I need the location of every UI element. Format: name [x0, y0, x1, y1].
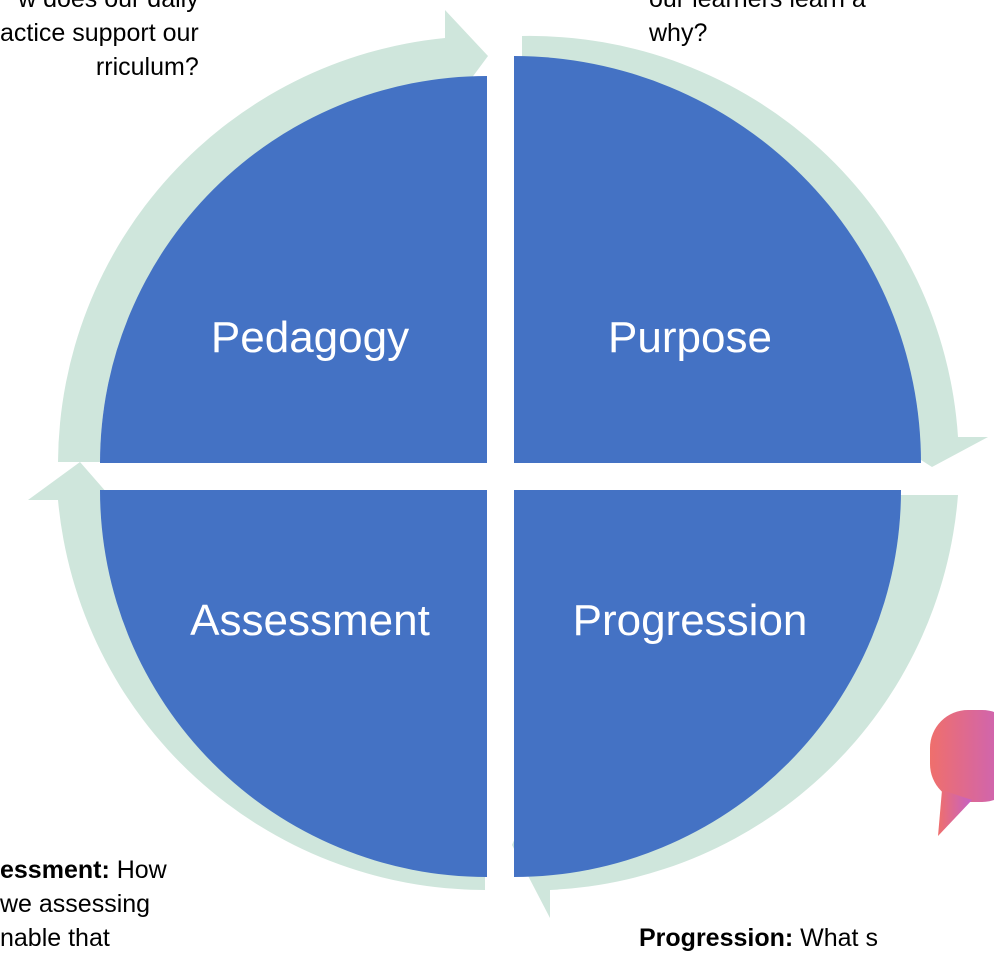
note-assessment-text-1: How: [109, 856, 167, 884]
quadrant-label-purpose: Purpose: [608, 313, 772, 362]
note-assessment: essment: How we assessing nable that: [0, 853, 167, 955]
note-purpose-line-1: our learners learn a: [649, 0, 866, 16]
speech-bubble-icon: [930, 710, 994, 836]
quadrant-pedagogy: [100, 76, 487, 463]
note-assessment-line-1: essment: How: [0, 853, 167, 887]
note-progression: Progression: What s: [639, 921, 878, 955]
note-assessment-line-2: we assessing: [0, 890, 151, 918]
quadrants: [100, 56, 921, 877]
quadrant-label-assessment: Assessment: [190, 596, 430, 645]
cycle-arrow-bottom-right: [512, 495, 958, 918]
quadrant-progression: [514, 490, 901, 877]
note-pedagogy: w does our daily actice support our rric…: [0, 0, 199, 84]
note-progression-term: Progression:: [639, 924, 794, 952]
cycle-arrow-top-left: [58, 10, 488, 462]
note-pedagogy-line-1: w does our daily: [0, 0, 199, 16]
note-pedagogy-line-3: rriculum?: [95, 53, 199, 81]
quadrant-purpose: [514, 56, 921, 463]
quadrant-label-progression: Progression: [573, 596, 808, 645]
note-assessment-line-3: nable that: [0, 924, 110, 952]
note-assessment-term: essment:: [0, 856, 110, 884]
quadrant-assessment: [100, 490, 487, 877]
note-pedagogy-line-2: actice support our: [0, 19, 199, 47]
cycle-arrows: [28, 10, 988, 918]
note-purpose-line-2: why?: [649, 19, 708, 47]
note-progression-text: What s: [793, 924, 878, 952]
quadrant-label-pedagogy: Pedagogy: [211, 313, 409, 362]
note-purpose: our learners learn a why?: [649, 0, 866, 50]
